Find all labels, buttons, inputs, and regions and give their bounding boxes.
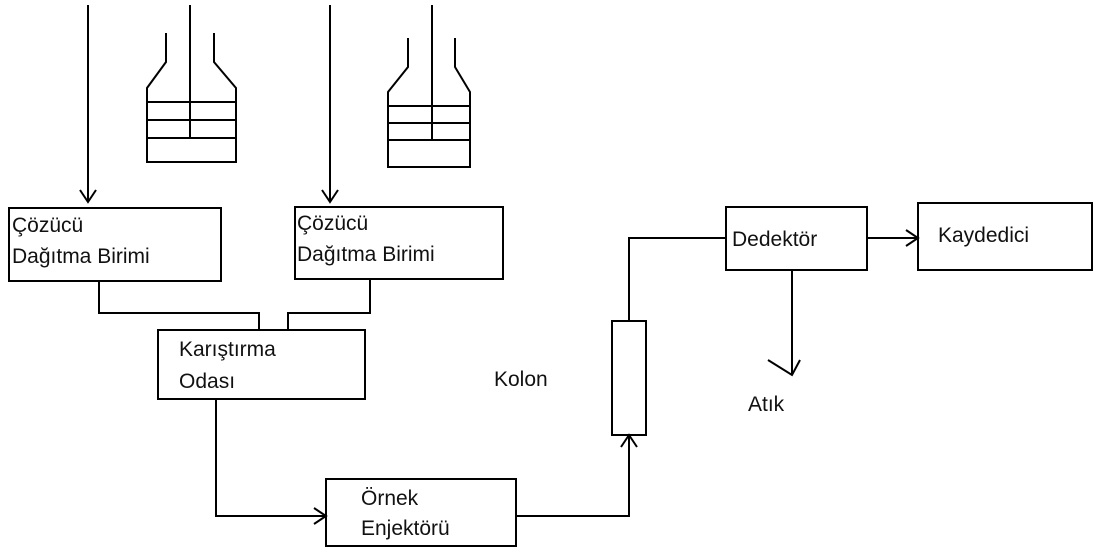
- mixing-chamber-label-line1: Karıştırma: [179, 338, 276, 361]
- detector-label: Dedektör: [732, 228, 818, 251]
- solvent-unit-1-label-line1: Çözücü: [12, 214, 84, 237]
- solvent-reservoir-2: [387, 5, 471, 168]
- column-box: [611, 320, 647, 436]
- input-arrow-1: [79, 5, 97, 204]
- sample-injector-box: [325, 478, 517, 547]
- connector-column-to-detector: [628, 237, 726, 321]
- recorder-label: Kaydedici: [938, 224, 1030, 247]
- solvent-unit-2-box: [294, 206, 504, 280]
- input-arrow-2: [321, 5, 339, 204]
- sample-injector-label-line1: Örnek: [361, 487, 419, 510]
- solvent-unit-1-label-line2: Dağıtma Birimi: [12, 245, 150, 268]
- connector-mixer-to-injector: [215, 399, 328, 525]
- solvent-reservoir-1: [146, 5, 237, 163]
- waste-label: Atık: [748, 393, 785, 416]
- solvent-unit-2-label-line1: Çözücü: [297, 212, 369, 235]
- solvent-unit-2-label-line2: Dağıtma Birimi: [297, 243, 435, 266]
- recorder-box: [917, 202, 1093, 271]
- connector-detector-to-waste: [767, 270, 801, 377]
- sample-injector-label-line2: Enjektörü: [361, 517, 450, 540]
- mixing-chamber-box: [157, 329, 366, 400]
- connector-injector-to-column: [516, 433, 638, 517]
- solvent-unit-1-box: [8, 207, 222, 282]
- column-label: Kolon: [494, 368, 548, 391]
- connector-unit2-to-mixer: [287, 279, 371, 330]
- connector-detector-to-recorder: [867, 229, 920, 247]
- connector-unit1-to-mixer: [98, 281, 260, 330]
- mixing-chamber-label-line2: Odası: [179, 370, 236, 393]
